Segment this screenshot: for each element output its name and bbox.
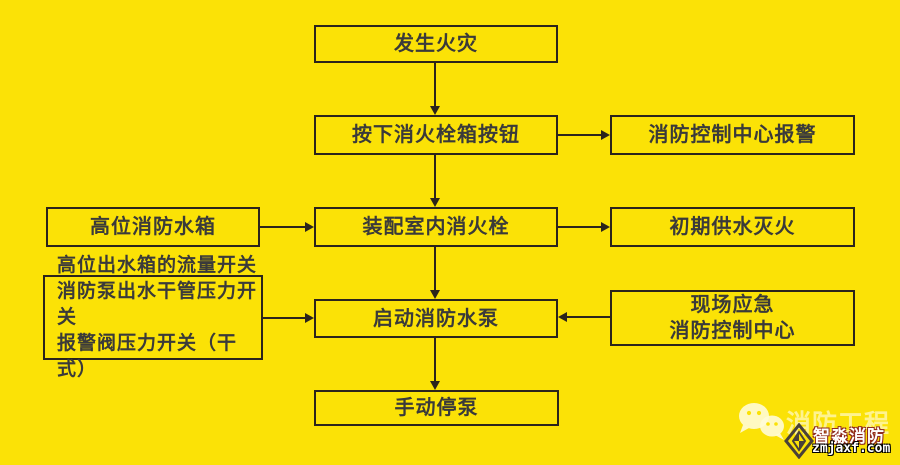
node-assemble-indoor-hydrant: 装配室内消火栓 [314, 207, 558, 247]
node-control-center-alarm: 消防控制中心报警 [610, 115, 855, 155]
node-pressure-flow-switches: 高位出水箱的流量开关 消防泵出水干管压力开关 报警阀压力开关（干式） [43, 255, 263, 380]
arrow-hydrant-to-pump [430, 247, 440, 299]
brand-diamond-icon [784, 422, 814, 464]
brand-name: 智淼消防 [813, 427, 885, 446]
arrow-tank-to-hydrant [260, 222, 314, 232]
node-fire-occurs: 发生火灾 [314, 25, 558, 63]
node-manual-stop-pump: 手动停泵 [314, 390, 559, 426]
node-initial-water-supply: 初期供水灭火 [610, 207, 855, 247]
arrow-pump-to-stop [430, 338, 440, 390]
arrow-button-to-alarm [558, 130, 610, 140]
watermark-faint-text: 消防工程 [786, 410, 891, 438]
wechat-icon [737, 401, 787, 448]
arrow-switches-to-pump [263, 313, 314, 323]
arrow-hydrant-to-initial-water [558, 222, 610, 232]
brand-website: zmjaxf.com [812, 441, 891, 456]
arrow-button-to-hydrant [430, 155, 440, 207]
arrow-fire-to-button [430, 63, 440, 115]
arrow-emergency-to-pump [558, 312, 610, 322]
node-onsite-emergency-control-center: 现场应急 消防控制中心 [610, 290, 855, 346]
node-start-fire-pump: 启动消防水泵 [314, 299, 558, 338]
node-high-level-water-tank: 高位消防水箱 [46, 207, 260, 247]
node-press-hydrant-button: 按下消火栓箱按钮 [314, 115, 558, 155]
